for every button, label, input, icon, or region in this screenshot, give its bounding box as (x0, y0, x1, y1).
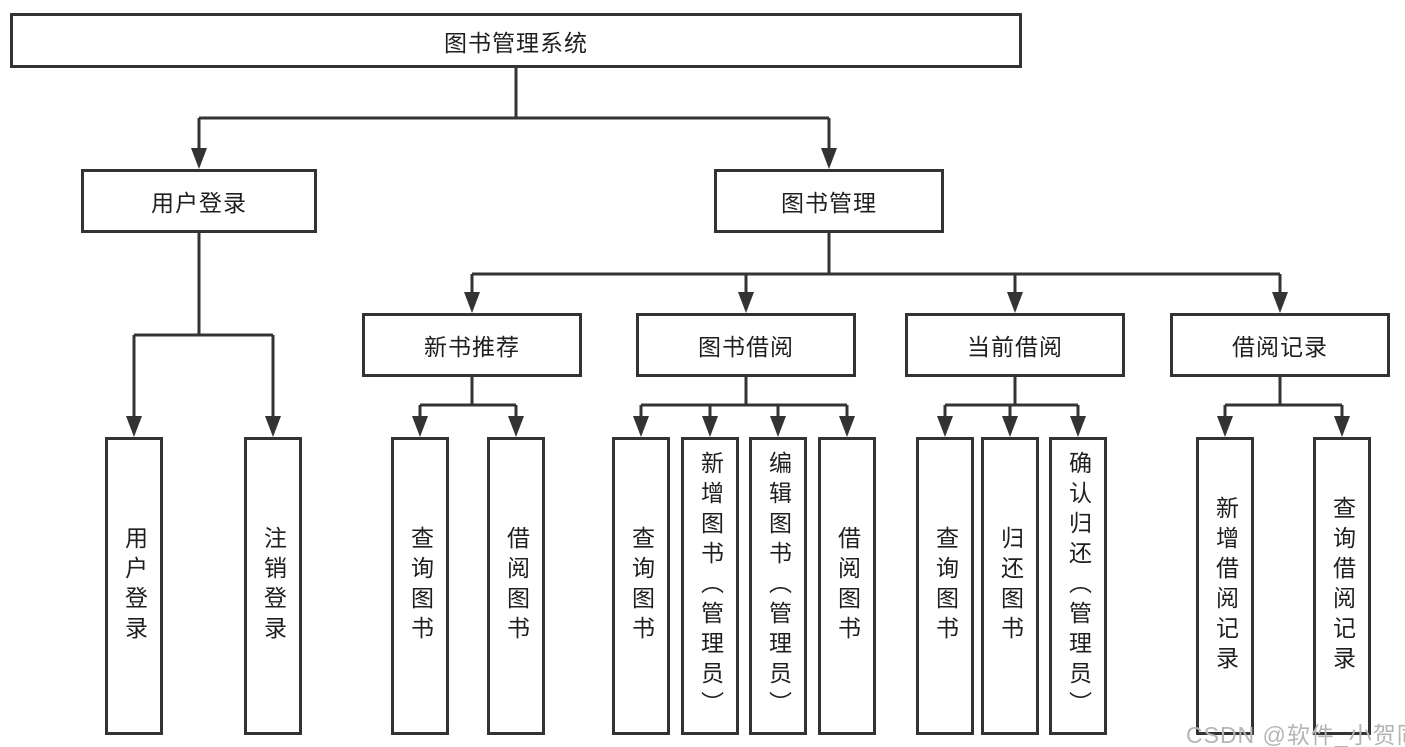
leaf-add-books-admin: 新增图书（管理员） (681, 437, 739, 735)
leaf-label: 借阅图书 (503, 526, 530, 646)
node-borrowing-records: 借阅记录 (1170, 313, 1390, 377)
leaf-logout-login: 注销登录 (244, 437, 302, 735)
leaf-label: 查询图书 (628, 526, 655, 646)
node-label: 借阅记录 (1232, 334, 1328, 360)
leaf-label: 查询借阅记录 (1329, 496, 1356, 676)
leaf-add-borrow-record: 新增借阅记录 (1196, 437, 1254, 735)
leaf-confirm-return-admin: 确认归还（管理员） (1049, 437, 1107, 735)
node-label: 用户登录 (151, 190, 247, 216)
node-label: 图书管理 (781, 190, 877, 216)
leaf-label: 编辑图书（管理员） (765, 451, 792, 721)
csdn-watermark: CSDN @软件_小贺同学 (1186, 722, 1405, 747)
leaf-return-books: 归还图书 (981, 437, 1039, 735)
leaf-label: 确认归还（管理员） (1065, 451, 1092, 721)
leaf-label: 归还图书 (997, 526, 1024, 646)
node-label: 当前借阅 (967, 334, 1063, 360)
leaf-label: 用户登录 (121, 526, 148, 646)
leaf-label: 查询图书 (407, 526, 434, 646)
leaf-query-books-current: 查询图书 (916, 437, 974, 735)
node-label: 图书借阅 (698, 334, 794, 360)
node-user-login: 用户登录 (81, 169, 317, 233)
node-library-management-system: 图书管理系统 (10, 13, 1022, 68)
leaf-query-books-recommend: 查询图书 (391, 437, 449, 735)
node-label: 图书管理系统 (444, 29, 588, 56)
node-book-borrowing: 图书借阅 (636, 313, 856, 377)
leaf-edit-books-admin: 编辑图书（管理员） (749, 437, 807, 735)
leaf-label: 查询图书 (932, 526, 959, 646)
node-current-borrowing: 当前借阅 (905, 313, 1125, 377)
leaf-user-login: 用户登录 (105, 437, 163, 735)
leaf-label: 新增借阅记录 (1212, 496, 1239, 676)
node-label: 新书推荐 (424, 334, 520, 360)
node-book-management: 图书管理 (714, 169, 944, 233)
leaf-query-borrow-record: 查询借阅记录 (1313, 437, 1371, 735)
node-new-book-recommendation: 新书推荐 (362, 313, 582, 377)
leaf-label: 注销登录 (260, 526, 287, 646)
leaf-query-books-borrow: 查询图书 (612, 437, 670, 735)
leaf-borrow-books-recommend: 借阅图书 (487, 437, 545, 735)
leaf-label: 借阅图书 (834, 526, 861, 646)
leaf-label: 新增图书（管理员） (697, 451, 724, 721)
leaf-borrow-books: 借阅图书 (818, 437, 876, 735)
